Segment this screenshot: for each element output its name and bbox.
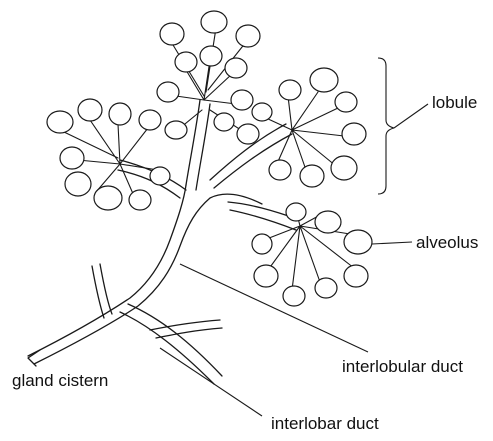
alveolus bbox=[335, 92, 357, 112]
alveolus bbox=[331, 156, 357, 180]
alveolus bbox=[150, 167, 170, 185]
alveolus bbox=[344, 230, 372, 254]
lower-branch-wall-1 bbox=[120, 312, 214, 384]
alveolus bbox=[225, 58, 247, 78]
alveolus bbox=[286, 203, 306, 221]
alveolus bbox=[344, 265, 368, 287]
alveolus bbox=[231, 90, 253, 110]
alveolus bbox=[342, 123, 366, 145]
lobule-right-lower bbox=[252, 203, 372, 306]
alveolus bbox=[283, 286, 305, 306]
lower-branch-wall-2 bbox=[128, 304, 222, 376]
alveolus bbox=[279, 80, 301, 100]
label-gland-cistern: gland cistern bbox=[12, 372, 108, 389]
side-branch-wall-2 bbox=[156, 328, 222, 338]
alveolus bbox=[236, 25, 260, 47]
alveolus bbox=[252, 234, 272, 254]
alveolus bbox=[237, 124, 259, 144]
alveolus bbox=[269, 160, 291, 180]
lobule-left bbox=[47, 99, 170, 210]
label-interlobar-duct: interlobar duct bbox=[271, 415, 379, 432]
lobule-leader-line bbox=[394, 104, 428, 128]
label-interlobular-duct: interlobular duct bbox=[342, 358, 463, 375]
lobule-right-upper bbox=[252, 68, 366, 187]
label-alveolus: alveolus bbox=[416, 234, 478, 251]
alveolus bbox=[139, 110, 161, 130]
alveolus bbox=[315, 211, 341, 233]
alveolus bbox=[157, 82, 179, 102]
alveolus bbox=[310, 68, 338, 92]
label-lobule: lobule bbox=[432, 94, 477, 111]
interlobar-duct-left-wall bbox=[28, 185, 186, 356]
alveolus bbox=[315, 278, 337, 298]
alveolus bbox=[252, 103, 272, 121]
alveolus bbox=[165, 121, 187, 139]
alveolus bbox=[47, 111, 73, 133]
alveolus bbox=[254, 265, 278, 287]
interlobar-duct-leader-line bbox=[160, 348, 262, 416]
alveolus bbox=[200, 46, 222, 66]
alveolus bbox=[300, 165, 324, 187]
alveolus bbox=[175, 52, 197, 72]
lobule-bracket bbox=[378, 58, 394, 194]
alveolus bbox=[65, 172, 91, 196]
alveolus bbox=[129, 190, 151, 210]
lobule-central bbox=[157, 11, 260, 144]
alveolus bbox=[160, 23, 184, 45]
stub-left-2 bbox=[100, 264, 112, 314]
alveolus bbox=[60, 147, 84, 169]
alveolus bbox=[201, 11, 227, 33]
alveolus bbox=[78, 99, 102, 121]
alveolus-leader-line bbox=[372, 242, 412, 244]
alveolus bbox=[109, 103, 131, 125]
alveolus bbox=[94, 186, 122, 210]
alveolus bbox=[214, 113, 234, 131]
